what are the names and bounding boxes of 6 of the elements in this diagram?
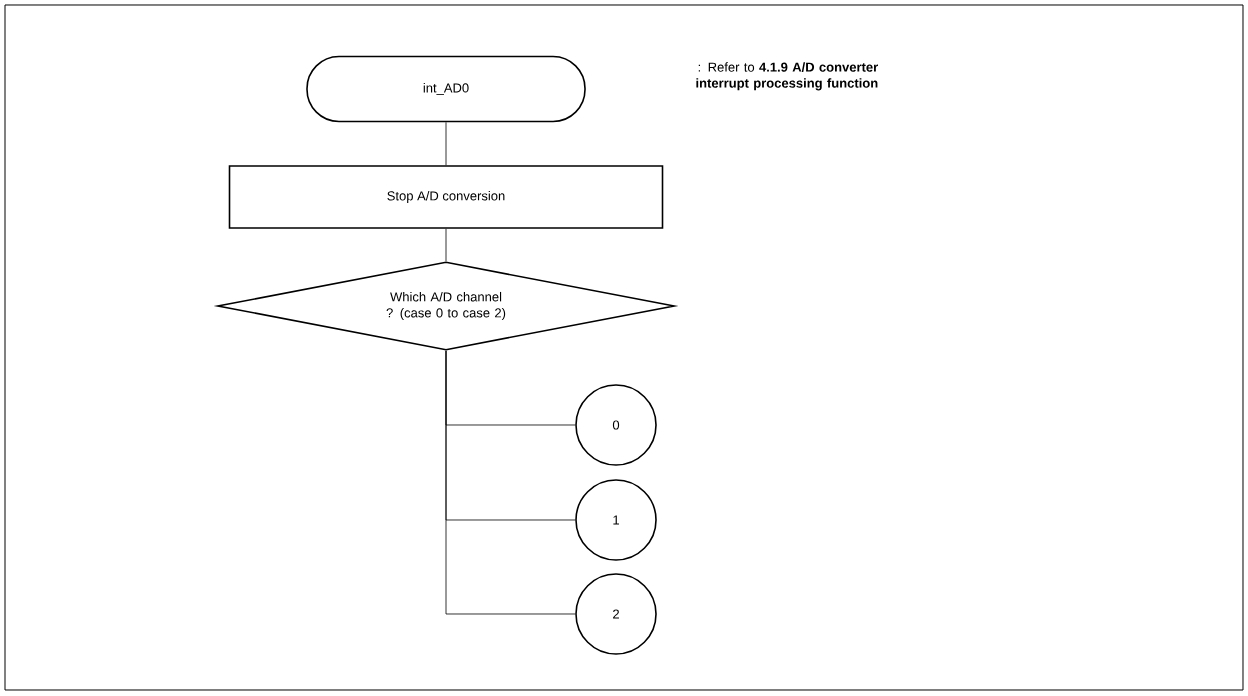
connector-line [445,121,447,166]
note-text: : Refer to 4.1.9 A/D converter interrupt processing function [696,62,878,91]
terminal-box: int_AD0 [306,55,586,123]
process-box: Stop A/D conversion [228,165,664,229]
connector-line [445,228,447,262]
connector-line [445,350,576,615]
